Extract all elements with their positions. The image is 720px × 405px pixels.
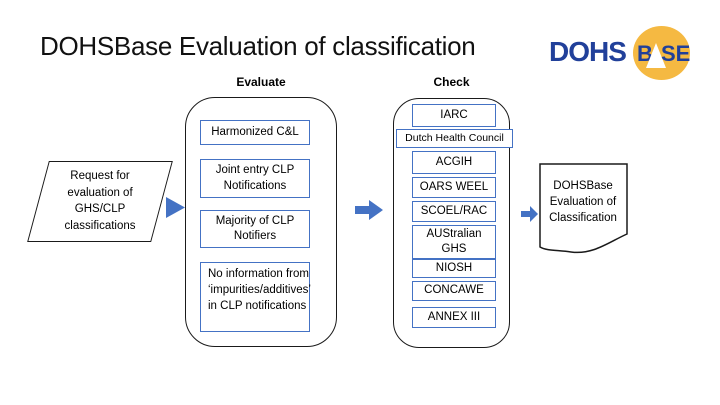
flow-arrow-2-icon [355, 200, 383, 220]
evaluate-container: Harmonized C&L Joint entry CLP Notificat… [185, 97, 337, 347]
check-box-iarc: IARC [412, 104, 496, 127]
page-title: DOHSBase Evaluation of classification [40, 31, 476, 61]
dohsbase-logo: DOHS B SE [549, 25, 694, 83]
logo-triangle-a-icon [646, 43, 666, 68]
check-box-dutch-health-council: Dutch Health Council [396, 129, 513, 148]
flow-arrow-3-icon [521, 206, 538, 222]
evaluate-box-joint-entry: Joint entry CLP Notifications [200, 159, 310, 198]
input-parallelogram: Request for evaluation of GHS/CLP classi… [27, 161, 173, 242]
check-box-oars-weel: OARS WEEL [412, 177, 496, 198]
check-box-acgih: ACGIH [412, 151, 496, 174]
check-box-niosh: NIOSH [412, 259, 496, 278]
flow-arrow-1-icon [166, 197, 185, 218]
logo-text-dohs: DOHS [549, 36, 627, 67]
input-parallelogram-text: Request for evaluation of GHS/CLP classi… [64, 170, 136, 233]
check-box-australian-ghs: AUStralian GHS [412, 225, 496, 259]
check-container: IARC Dutch Health Council ACGIH OARS WEE… [393, 98, 513, 348]
check-box-annex-iii: ANNEX III [412, 307, 496, 328]
evaluate-box-no-information: No information from ‘impurities/additive… [200, 262, 311, 332]
evaluate-box-harmonized-cl: Harmonized C&L [200, 120, 310, 145]
evaluate-box-majority-notifiers: Majority of CLP Notifiers [200, 210, 310, 248]
output-document-text: DOHSBase Evaluation of Classification [549, 180, 617, 225]
check-box-concawe: CONCAWE [412, 281, 496, 301]
logo-text-se: SE [661, 41, 691, 66]
evaluate-stage-label: Evaluate [236, 75, 286, 89]
check-stage-label: Check [433, 75, 470, 89]
output-document-shape [539, 163, 628, 254]
check-box-scoel-rac: SCOEL/RAC [412, 201, 496, 222]
